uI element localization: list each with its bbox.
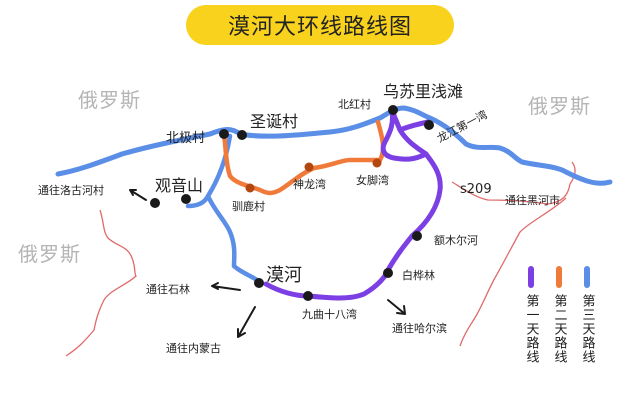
dot-guanyin	[181, 194, 191, 204]
dot-xunlu	[245, 183, 255, 193]
route-day3-river	[55, 105, 613, 186]
arrow-neimenggu-icon	[237, 306, 256, 338]
border-line-east	[451, 161, 576, 205]
country-label-russia-w: 俄罗斯	[18, 242, 81, 266]
road-s209: s209	[460, 182, 492, 197]
dot-jiuqu	[303, 291, 313, 301]
legend-label-day2: 第二天路线	[551, 294, 567, 364]
legend-day1: 第一天路线	[522, 266, 540, 364]
place-nvjiao: 女脚湾	[356, 174, 389, 187]
legend-swatch-day2	[556, 266, 562, 288]
direction-haerbin: 通往哈尔滨	[392, 322, 447, 335]
legend-day3: 第三天路线	[578, 266, 596, 364]
arrow-haerbin-icon	[387, 299, 406, 315]
country-label-russia-nw: 俄罗斯	[78, 88, 141, 112]
place-guanyin: 观音山	[155, 176, 204, 195]
direction-neimenggu: 通往内蒙古	[166, 342, 221, 355]
place-emuer: 额木尔河	[434, 234, 478, 247]
legend-label-day3: 第三天路线	[579, 294, 595, 364]
dot-baihua	[383, 268, 393, 278]
country-label-russia-ne: 俄罗斯	[528, 94, 591, 118]
direction-arrows	[129, 189, 406, 338]
direction-shilin: 通往石林	[146, 283, 190, 296]
place-xunlu: 驯鹿村	[232, 200, 265, 213]
border-line-east-2	[459, 197, 567, 347]
place-jiuqu: 九曲十八湾	[302, 308, 357, 321]
legend-day2: 第二天路线	[550, 266, 568, 364]
place-beiji: 北极村	[166, 131, 206, 146]
legend-swatch-day3	[584, 266, 590, 288]
direction-heihe: 通往黑河市	[505, 194, 560, 207]
legend-swatch-day1	[528, 266, 534, 288]
arrow-shilin-icon	[211, 282, 241, 291]
place-baihua: 白桦林	[402, 269, 435, 282]
legend-label-day1: 第一天路线	[523, 294, 539, 364]
stop-dots	[150, 105, 434, 301]
place-shenlong: 神龙湾	[293, 178, 326, 191]
direction-luoguhe: 通往洛古河村	[38, 184, 104, 197]
dot-mohe	[254, 278, 264, 288]
dot-guanyin-2	[150, 198, 160, 208]
dot-shenlong	[304, 162, 314, 172]
border-line-west	[65, 209, 137, 357]
dot-emuer	[412, 231, 422, 241]
dot-nvjiao	[372, 158, 382, 168]
dot-shengdan	[237, 130, 247, 140]
place-beihong: 北红村	[338, 98, 371, 111]
arrow-luoguhe-icon	[129, 189, 147, 201]
dot-beihong	[388, 105, 398, 115]
map-title: 漠河大环线路线图	[186, 5, 454, 45]
place-mohe: 漠河	[266, 265, 302, 286]
place-shengdan: 圣诞村	[250, 112, 299, 131]
dot-longjiang	[424, 120, 434, 130]
dot-beiji	[219, 129, 229, 139]
place-wusuli: 乌苏里浅滩	[383, 82, 464, 101]
